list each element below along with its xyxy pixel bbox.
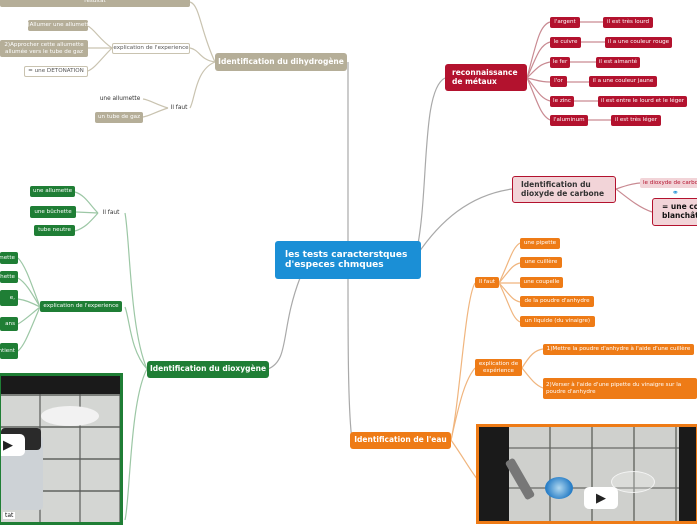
water-item-5[interactable]: un liquide (du vinaigre) xyxy=(520,316,595,327)
metal-aluminum-desc[interactable]: il est très léger xyxy=(611,115,661,126)
metal-iron-desc[interactable]: il est aimanté xyxy=(596,57,640,68)
hydrogen-step-2[interactable]: 2)Approcher cette allumette allumée vers… xyxy=(0,40,88,57)
water-item-3[interactable]: une coupelle xyxy=(520,277,563,288)
water-step-2[interactable]: 2)Verser à l'aide d'une pipette du vinai… xyxy=(543,378,697,399)
oxygen-video[interactable]: ▶ tat xyxy=(0,373,123,525)
metal-silver[interactable]: l'argent xyxy=(550,17,580,28)
hydrogen-need-label[interactable]: Il faut xyxy=(170,104,188,111)
branch-hydrogen[interactable]: Identification du dihydrogène xyxy=(215,53,347,71)
branch-metals[interactable]: reconnaissance de métaux xyxy=(445,64,527,91)
oxygen-explanation[interactable]: explication de l'experience xyxy=(40,301,122,312)
water-video[interactable]: ▶ xyxy=(476,424,697,524)
hydrogen-item-1[interactable]: une allumette xyxy=(99,95,141,102)
oxygen-need-label[interactable]: Il faut xyxy=(102,209,120,216)
water-item-4[interactable]: de la poudre d'anhydre xyxy=(520,296,594,307)
video-glass xyxy=(611,471,655,493)
hydrogen-explanation[interactable]: explication de l'experience xyxy=(112,43,190,54)
metal-zinc-desc[interactable]: il est entre le lourd et le léger xyxy=(598,96,687,107)
video-play-icon[interactable]: ▶ xyxy=(1,434,25,456)
branch-water[interactable]: Identification de l'eau xyxy=(350,432,451,449)
oxygen-step-5[interactable]: ntient xyxy=(0,343,18,359)
video-blue-liquid xyxy=(545,477,573,499)
oxygen-step-4[interactable]: ans xyxy=(0,317,18,331)
hydrogen-result[interactable]: resultat xyxy=(0,0,190,7)
water-item-1[interactable]: une pipette xyxy=(520,238,560,249)
video-dish xyxy=(41,406,99,426)
hydrogen-step-1[interactable]: 1)Allumer une allumette xyxy=(24,20,92,31)
video-play-icon[interactable]: ▶ xyxy=(584,487,618,509)
oxygen-item-1[interactable]: une allumette xyxy=(30,186,75,197)
co2-result[interactable]: = une co blanchât xyxy=(652,198,697,226)
oxygen-step-1[interactable]: umette xyxy=(0,252,18,264)
oxygen-video-caption: tat xyxy=(3,512,16,519)
video-frame-lines xyxy=(509,427,679,521)
oxygen-item-3[interactable]: tube neutre xyxy=(34,225,75,236)
metal-copper[interactable]: le cuivre xyxy=(550,37,581,48)
metal-aluminum[interactable]: l'aluminum xyxy=(550,115,588,126)
metal-silver-desc[interactable]: il est très lourd xyxy=(603,17,653,28)
oxygen-step-2[interactable]: chette xyxy=(0,271,18,283)
metal-copper-desc[interactable]: il a une couleur rouge xyxy=(605,37,672,48)
co2-item[interactable]: le dioxyde de carbone xyxy=(640,178,697,188)
metal-zinc[interactable]: le zinc xyxy=(550,96,574,107)
water-explanation[interactable]: explication de expérience xyxy=(475,359,522,376)
branch-oxygen[interactable]: Identification du dioxygène xyxy=(147,361,269,378)
co2-link-icon: ⚭ xyxy=(672,188,679,197)
oxygen-item-2[interactable]: une bûchette xyxy=(30,206,76,218)
metal-gold[interactable]: l'or xyxy=(550,76,567,87)
hydrogen-item-2[interactable]: un tube de gaz xyxy=(95,112,143,123)
hydrogen-step-3[interactable]: = une DETONATION xyxy=(24,66,88,77)
central-topic[interactable]: les tests caracterstques d'especes chmqu… xyxy=(275,241,421,279)
water-item-2[interactable]: une cuillère xyxy=(520,257,562,268)
metal-gold-desc[interactable]: il a une couleur jaune xyxy=(589,76,657,87)
video-dark-top xyxy=(1,376,120,394)
water-step-1[interactable]: 1)Mettre la poudre d'anhydre à l'aide d'… xyxy=(543,344,694,355)
water-need-label[interactable]: Il faut xyxy=(475,277,499,288)
branch-co2[interactable]: Identification du dioxyde de carbone xyxy=(512,176,616,203)
metal-iron[interactable]: le fer xyxy=(550,57,570,68)
oxygen-step-3[interactable]: e, xyxy=(0,290,18,306)
